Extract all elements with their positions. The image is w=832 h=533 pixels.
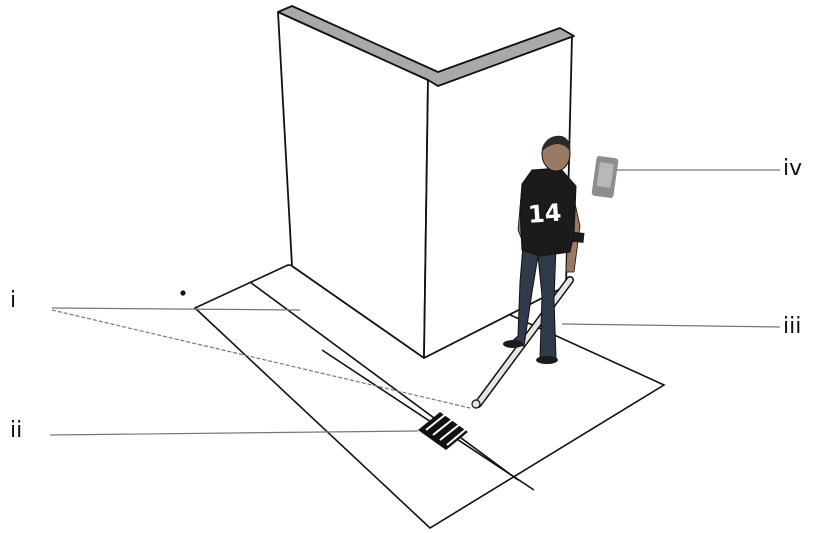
shirt-number: 14 (527, 199, 562, 229)
leader-i-upper (52, 308, 300, 310)
leader-iii (562, 324, 780, 327)
label-i: i (10, 290, 16, 312)
label-iii: iii (783, 316, 801, 338)
point-marker (180, 290, 185, 295)
leader-ii (50, 431, 418, 435)
handheld-device (591, 156, 618, 199)
label-ii: ii (10, 420, 22, 442)
label-iv: iv (783, 158, 802, 180)
